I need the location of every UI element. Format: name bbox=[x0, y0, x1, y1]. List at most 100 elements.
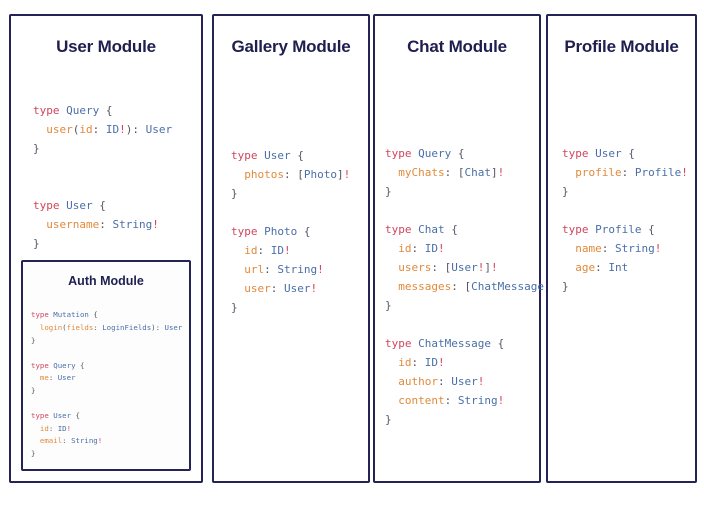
code-block-gallery: type User { photos: [Photo]! } type Phot… bbox=[231, 146, 350, 317]
code-line: type Query { bbox=[33, 104, 113, 117]
code-line: type User { bbox=[231, 149, 304, 162]
code-token: age bbox=[575, 261, 596, 274]
code-token: ChatMessage bbox=[471, 280, 544, 293]
code-line: type ChatMessage { bbox=[385, 337, 504, 350]
code-token: ID bbox=[105, 123, 120, 136]
code-line bbox=[31, 348, 35, 357]
code-token: : bbox=[257, 244, 271, 257]
code-token: : [ bbox=[284, 168, 304, 181]
panel-chat-module[interactable]: Chat Module type Query { myChats: [Chat]… bbox=[373, 14, 557, 483]
code-line: users: [User!]! bbox=[385, 261, 498, 274]
code-token bbox=[231, 168, 244, 181]
code-token: String bbox=[615, 242, 655, 255]
code-token: Mutation bbox=[53, 310, 89, 320]
code-token: content bbox=[398, 394, 445, 407]
code-token: : bbox=[48, 373, 58, 383]
code-line: } bbox=[31, 336, 35, 345]
code-token: ! bbox=[97, 436, 103, 446]
code-token: } bbox=[231, 301, 238, 314]
code-token: User bbox=[66, 199, 93, 212]
code-line bbox=[31, 399, 35, 408]
code-line bbox=[385, 204, 392, 217]
code-token: ID bbox=[424, 356, 438, 369]
code-token: : bbox=[438, 375, 452, 388]
code-token: type bbox=[31, 411, 49, 421]
code-token: { bbox=[451, 147, 465, 160]
code-line bbox=[231, 206, 238, 219]
code-token: type bbox=[385, 337, 412, 350]
code-token: { bbox=[88, 310, 98, 320]
code-line: type Profile { bbox=[562, 223, 655, 236]
code-token: ! bbox=[119, 123, 126, 136]
code-token: type bbox=[33, 104, 60, 117]
code-token: ! bbox=[152, 218, 159, 231]
code-line: messages: [ChatMessage]! bbox=[385, 280, 557, 293]
code-token: Query bbox=[53, 360, 76, 370]
code-token: Photo bbox=[303, 168, 337, 181]
code-line bbox=[33, 180, 40, 193]
panel-profile-module[interactable]: Profile Module type User { profile: Prof… bbox=[546, 14, 697, 483]
code-token: : bbox=[601, 242, 615, 255]
code-token: type bbox=[562, 147, 589, 160]
code-line: } bbox=[385, 185, 392, 198]
panel-gallery-module[interactable]: Gallery Module type User { photos: [Phot… bbox=[212, 14, 370, 483]
code-line: myChats: [Chat]! bbox=[385, 166, 504, 179]
code-token: ! bbox=[438, 242, 445, 255]
code-token: User bbox=[57, 373, 76, 383]
code-line bbox=[385, 318, 392, 331]
code-token: profile bbox=[575, 166, 622, 179]
code-token bbox=[33, 218, 46, 231]
code-token: login bbox=[39, 322, 63, 332]
code-token: id bbox=[79, 123, 93, 136]
code-token: } bbox=[33, 142, 40, 155]
code-token bbox=[231, 244, 244, 257]
code-line: } bbox=[33, 237, 40, 250]
code-line: } bbox=[231, 187, 238, 200]
code-line: age: Int bbox=[562, 261, 628, 274]
code-token: User bbox=[284, 282, 311, 295]
code-token: } bbox=[31, 335, 36, 345]
panel-user-module[interactable]: User Module type Query { user(id: ID!): … bbox=[9, 14, 203, 483]
code-token: User bbox=[264, 149, 291, 162]
code-token: ! bbox=[438, 356, 445, 369]
code-token: type bbox=[31, 360, 49, 370]
code-token: ! bbox=[491, 261, 498, 274]
code-token: type bbox=[31, 310, 49, 320]
panel-title-gallery: Gallery Module bbox=[231, 37, 351, 56]
code-token: { bbox=[99, 104, 113, 117]
code-token bbox=[385, 394, 398, 407]
code-token: Query bbox=[66, 104, 100, 117]
code-token: ID bbox=[424, 242, 438, 255]
code-token: id bbox=[39, 423, 49, 433]
code-token bbox=[231, 263, 244, 276]
code-token: me bbox=[39, 373, 49, 383]
code-token: ( bbox=[72, 123, 80, 136]
code-token: : [ bbox=[451, 280, 472, 293]
code-line: } bbox=[231, 301, 238, 314]
code-token: { bbox=[290, 149, 304, 162]
code-token: : bbox=[48, 423, 58, 433]
code-token: : bbox=[411, 242, 425, 255]
code-token: fields bbox=[66, 322, 94, 332]
panel-auth-module[interactable]: Auth Module type Mutation { login(fields… bbox=[21, 260, 191, 471]
code-token: : [ bbox=[431, 261, 452, 274]
code-block-user: type Query { user(id: ID!): User } type … bbox=[33, 101, 172, 253]
code-token: } bbox=[33, 237, 40, 250]
code-token: User bbox=[451, 375, 478, 388]
code-token: myChats bbox=[398, 166, 445, 179]
code-token: User bbox=[53, 411, 72, 421]
code-token: ID bbox=[270, 244, 284, 257]
code-line: } bbox=[33, 142, 40, 155]
code-token: ! bbox=[310, 282, 318, 295]
code-token: ! bbox=[654, 242, 662, 255]
code-token: type bbox=[562, 223, 589, 236]
code-token: ] bbox=[337, 168, 344, 181]
code-line: } bbox=[385, 299, 392, 312]
code-token: } bbox=[385, 299, 392, 312]
code-token: : bbox=[264, 263, 278, 276]
code-token: Photo bbox=[264, 225, 298, 238]
code-line: type User { bbox=[31, 411, 80, 420]
code-token bbox=[385, 280, 398, 293]
code-token: Chat bbox=[418, 223, 445, 236]
